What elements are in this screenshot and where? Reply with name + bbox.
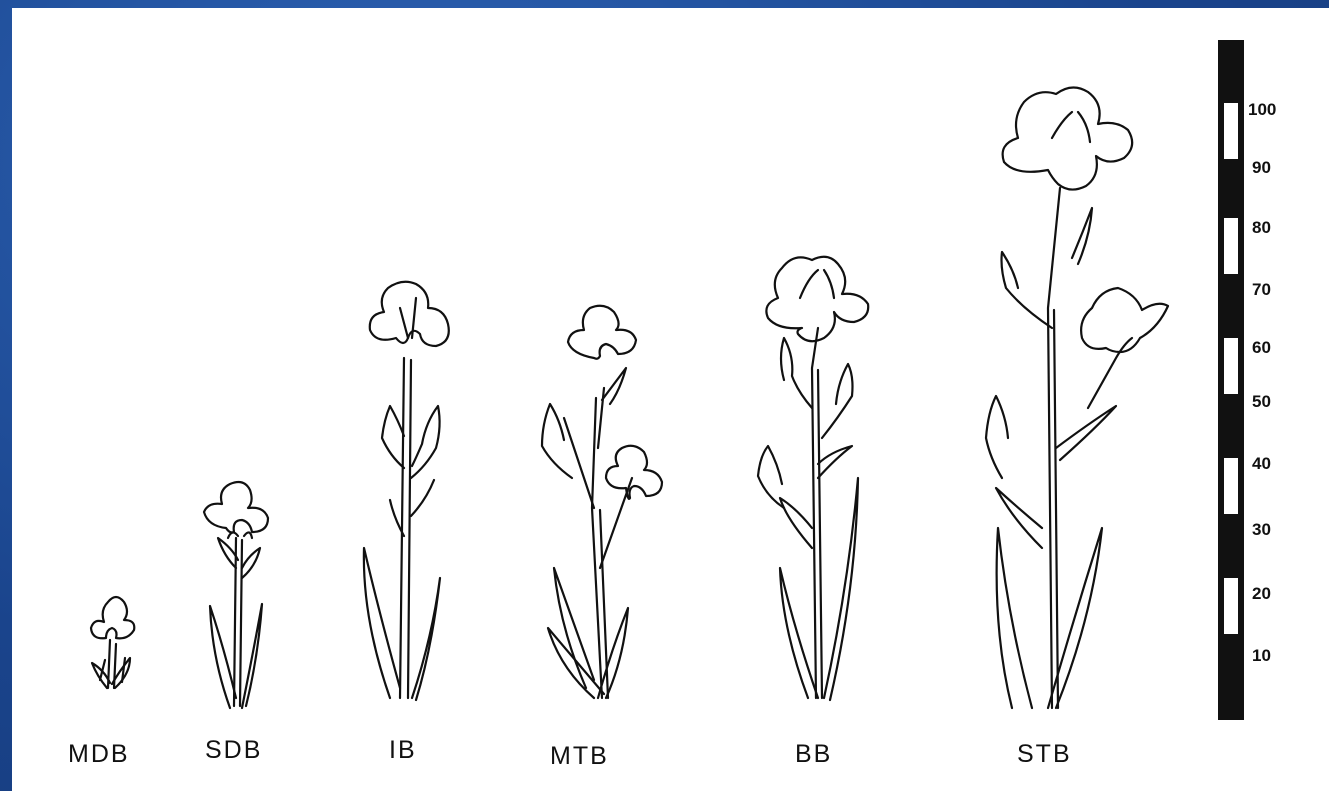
scale-tick-70: 70 bbox=[1252, 280, 1271, 300]
iris-bb bbox=[758, 257, 868, 700]
label-mtb: MTB bbox=[550, 742, 609, 771]
label-ib: IB bbox=[389, 736, 417, 765]
iris-mdb bbox=[91, 597, 134, 688]
label-mdb: MDB bbox=[68, 740, 130, 769]
scale-tick-20: 20 bbox=[1252, 584, 1271, 604]
scale-tick-100: 100 bbox=[1248, 100, 1276, 120]
scale-tick-80: 80 bbox=[1252, 218, 1271, 238]
scale-tick-10: 10 bbox=[1252, 646, 1271, 666]
scale-tick-60: 60 bbox=[1252, 338, 1271, 358]
scale-tick-90: 90 bbox=[1252, 158, 1271, 178]
diagram-canvas: MDB SDB IB MTB BB STB 100 90 80 70 60 50… bbox=[12, 8, 1329, 791]
iris-ib bbox=[364, 282, 449, 700]
label-sdb: SDB bbox=[205, 736, 262, 765]
iris-stb bbox=[986, 87, 1168, 708]
height-scale-bar bbox=[1218, 40, 1244, 720]
scale-tick-40: 40 bbox=[1252, 454, 1271, 474]
label-bb: BB bbox=[795, 740, 832, 769]
scale-tick-30: 30 bbox=[1252, 520, 1271, 540]
scale-tick-50: 50 bbox=[1252, 392, 1271, 412]
iris-sdb bbox=[204, 482, 268, 708]
iris-mtb bbox=[542, 306, 662, 698]
iris-illustration bbox=[12, 8, 1329, 791]
label-stb: STB bbox=[1017, 740, 1072, 769]
